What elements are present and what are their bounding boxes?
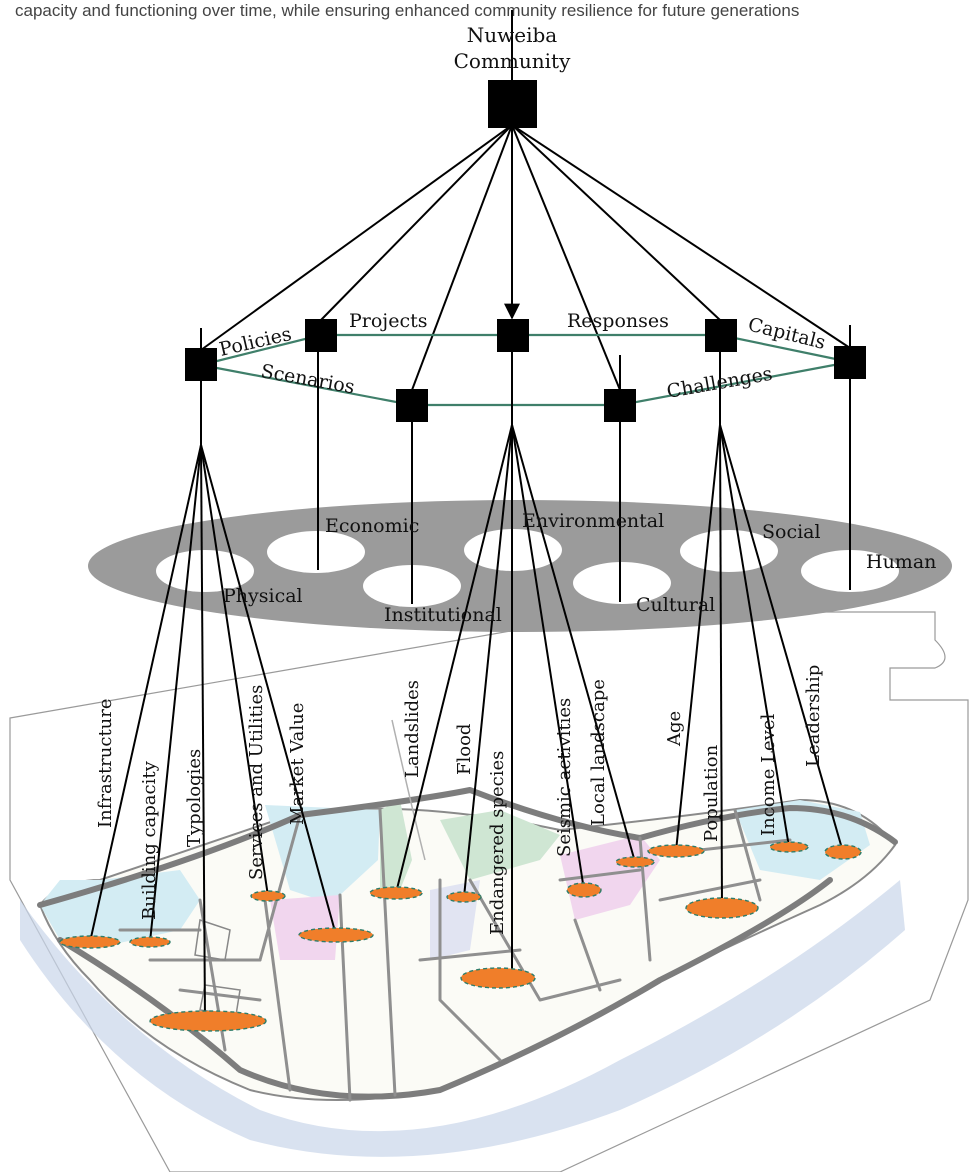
pin-endangered[interactable] bbox=[460, 967, 536, 989]
capital-labels: Economic Environmental Social Human Phys… bbox=[223, 510, 936, 626]
label-local-landscape: Local landscape bbox=[588, 679, 609, 826]
pin-seismic[interactable] bbox=[566, 882, 602, 898]
label-economic: Economic bbox=[325, 515, 419, 537]
pin-leadership[interactable] bbox=[824, 844, 862, 860]
pin-flood[interactable] bbox=[446, 891, 482, 903]
root-node[interactable] bbox=[488, 80, 537, 128]
wadi-line bbox=[391, 719, 426, 861]
label-cultural: Cultural bbox=[636, 594, 715, 616]
side-roads bbox=[198, 808, 762, 1102]
edge-responses bbox=[511, 124, 721, 321]
label-income-level: Income Level bbox=[758, 714, 779, 836]
edge-scenarios bbox=[411, 124, 513, 391]
link-local-landscape bbox=[511, 424, 636, 863]
node-capitals[interactable] bbox=[834, 346, 866, 379]
main-road bbox=[37, 787, 898, 908]
label-institutional: Institutional bbox=[384, 604, 502, 626]
pin-local-landscape[interactable] bbox=[615, 856, 655, 868]
link-market-value bbox=[200, 444, 337, 936]
label-responses: Responses bbox=[567, 310, 669, 332]
link-typologies bbox=[200, 444, 206, 1021]
hole-physical bbox=[156, 550, 254, 592]
root-label-line1: Nuweiba bbox=[467, 23, 558, 47]
pin-building-capacity[interactable] bbox=[129, 936, 171, 948]
node-responses[interactable] bbox=[705, 319, 737, 352]
pin-market-value[interactable] bbox=[298, 927, 374, 943]
label-infrastructure: Infrastructure bbox=[95, 698, 116, 828]
hole-economic bbox=[267, 531, 365, 573]
indicator-links bbox=[89, 424, 844, 1021]
link-leadership bbox=[719, 424, 844, 853]
label-age: Age bbox=[664, 711, 685, 747]
pin-population[interactable] bbox=[685, 897, 759, 919]
label-physical: Physical bbox=[223, 585, 303, 607]
link-infrastructure bbox=[89, 444, 202, 943]
label-building-capacity: Building capacity bbox=[139, 760, 160, 920]
label-human: Human bbox=[866, 551, 936, 573]
edge-challenges bbox=[511, 124, 621, 391]
hole-cultural bbox=[573, 562, 671, 604]
nodes bbox=[185, 80, 866, 422]
label-scenarios: Scenarios bbox=[259, 360, 356, 398]
capitals-disk bbox=[88, 500, 952, 632]
map-pins bbox=[59, 841, 862, 1032]
label-typologies: Typologies bbox=[184, 749, 205, 847]
link-age bbox=[675, 424, 721, 852]
label-market-value: Market Value bbox=[287, 703, 308, 825]
zone-west-blue bbox=[40, 870, 200, 945]
link-landslides bbox=[395, 424, 513, 894]
link-income bbox=[719, 424, 790, 848]
node-challenges[interactable] bbox=[604, 389, 636, 422]
link-population bbox=[719, 424, 723, 909]
label-endangered-species: Endangered species bbox=[487, 751, 508, 935]
label-leadership: Leadership bbox=[803, 665, 824, 767]
node-policies[interactable] bbox=[185, 348, 217, 381]
zone-green-central bbox=[440, 810, 560, 880]
pin-typologies[interactable] bbox=[149, 1010, 267, 1032]
caption-text: capacity and functioning over time, whil… bbox=[15, 1, 799, 20]
root-label: Nuweiba Community bbox=[454, 23, 571, 73]
link-flood bbox=[463, 424, 513, 898]
edge-capitals bbox=[511, 124, 851, 349]
zone-north-blue bbox=[265, 805, 380, 900]
node-scenarios[interactable] bbox=[396, 389, 428, 422]
zone-green-strip bbox=[380, 800, 412, 900]
link-services bbox=[200, 444, 269, 897]
pin-infrastructure[interactable] bbox=[59, 935, 121, 949]
label-policies: Policies bbox=[217, 323, 293, 361]
label-environmental: Environmental bbox=[522, 510, 664, 532]
node-projects[interactable] bbox=[305, 319, 337, 352]
edge-projects bbox=[320, 124, 513, 321]
pin-services[interactable] bbox=[250, 890, 286, 902]
edge-policies bbox=[200, 124, 513, 351]
pin-income[interactable] bbox=[769, 841, 809, 853]
link-seismic bbox=[511, 424, 585, 891]
link-building-capacity bbox=[149, 444, 202, 943]
label-seismic-activities: Seismic activities bbox=[554, 698, 575, 857]
ring-bottom bbox=[200, 360, 851, 407]
label-population: Population bbox=[701, 744, 722, 842]
label-social: Social bbox=[762, 521, 821, 543]
label-projects: Projects bbox=[349, 310, 427, 332]
node-responses-center[interactable] bbox=[497, 319, 529, 352]
zone-market-pink bbox=[270, 895, 340, 960]
label-services-utilities: Services and Utilities bbox=[246, 685, 267, 880]
zone-east-blue bbox=[735, 800, 870, 880]
pin-age[interactable] bbox=[647, 844, 705, 858]
zone-east-pink bbox=[560, 835, 660, 920]
root-edges bbox=[200, 10, 851, 391]
root-label-line2: Community bbox=[454, 49, 571, 73]
label-landslides: Landslides bbox=[402, 680, 423, 778]
pin-landslides[interactable] bbox=[369, 886, 423, 900]
indicator-labels: Infrastructure Building capacity Typolog… bbox=[95, 665, 824, 935]
shore-shadow bbox=[20, 880, 905, 1157]
label-flood: Flood bbox=[454, 724, 475, 775]
